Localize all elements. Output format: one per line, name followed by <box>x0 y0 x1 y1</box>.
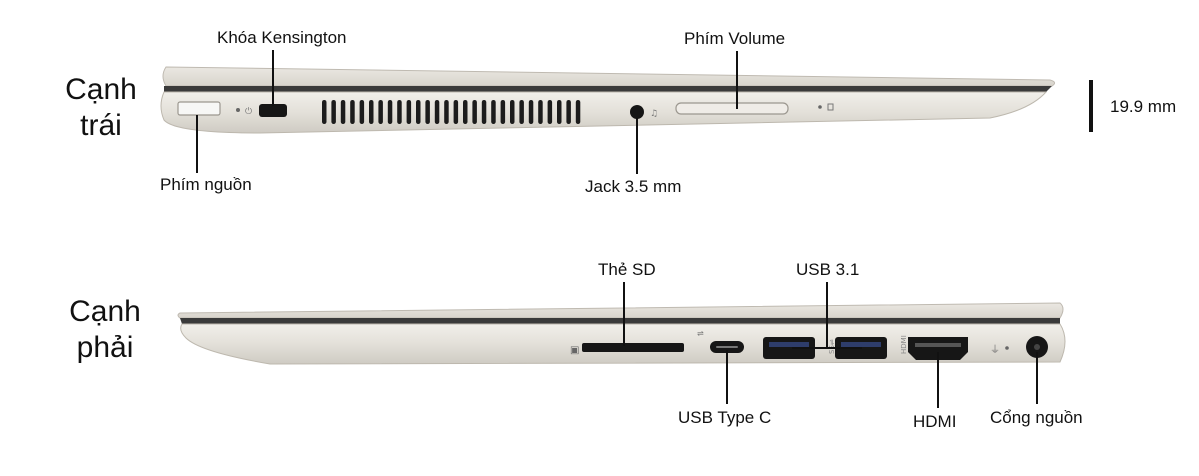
headphone-symbol-icon: ♫ <box>650 109 658 119</box>
left-side-laptop: ⏻ ♫ <box>160 66 1056 134</box>
hdmi-label: HDMI <box>913 412 957 431</box>
vent-slot <box>416 100 421 124</box>
power-port-label: Cổng nguồn <box>990 408 1083 427</box>
vent-slot <box>350 100 355 124</box>
sd-card-slot-icon <box>582 343 684 352</box>
audio-jack-icon <box>630 105 644 119</box>
dc-in-symbol-icon: ⏚ <box>990 344 1000 356</box>
power-symbol-icon: ⏻ <box>245 106 252 117</box>
right-hinge-line <box>180 318 1060 324</box>
battery-indicator-icon <box>827 103 834 111</box>
vent-slot <box>425 100 430 124</box>
vent-slot <box>340 100 346 124</box>
power-button-icon <box>177 101 221 116</box>
power-port-leader <box>1036 352 1038 404</box>
ss-symbol-icon: SS⇌ <box>828 339 836 354</box>
right-lid <box>177 302 1064 319</box>
vent-slot <box>538 100 543 124</box>
right-side-laptop: ▣ ⇌ SS⇌ HDMI ⏚ <box>177 302 1066 365</box>
usb-symbol-icon: ⇌ <box>697 329 704 338</box>
power-port-pin <box>1034 344 1040 350</box>
vent-slot <box>557 100 562 124</box>
sd-card-label: Thẻ SD <box>598 260 656 279</box>
vent-slot <box>453 100 459 124</box>
vent-slot <box>575 100 581 124</box>
volume-leader <box>736 51 738 109</box>
vent-slot <box>500 100 506 124</box>
left-side-title-line1: Cạnh <box>65 73 137 106</box>
vent-slot <box>322 100 327 124</box>
vent-slot <box>359 100 365 124</box>
power-button-label: Phím nguồn <box>160 175 252 194</box>
vent-slot <box>406 100 412 124</box>
usb31-port-2-tongue <box>841 342 881 347</box>
power-button-leader <box>196 115 198 173</box>
left-base <box>160 91 1048 134</box>
hdmi-leader <box>937 352 939 408</box>
left-hinge-line <box>164 86 1052 92</box>
power-led-icon <box>236 108 240 112</box>
kensington-label: Khóa Kensington <box>217 28 347 47</box>
vent-slot <box>331 100 336 124</box>
usb31-leader-vertical <box>826 282 828 348</box>
vent-slot <box>369 100 374 124</box>
vent-slot <box>481 100 487 124</box>
hdmi-port-tongue <box>915 343 961 347</box>
hdmi-symbol-icon: HDMI <box>900 335 908 354</box>
left-lid <box>162 66 1056 87</box>
usb31-leader-horizontal <box>792 347 862 349</box>
hdmi-port-icon <box>908 337 968 360</box>
vent-slot <box>491 100 496 124</box>
vent-slot <box>528 100 534 124</box>
kensington-slot-icon <box>259 104 287 117</box>
right-side-title: Cạnh phải <box>62 294 148 366</box>
vent-slot <box>434 100 440 124</box>
right-side-title-line2: phải <box>76 331 134 364</box>
vent-slot <box>444 100 449 124</box>
usb-type-c-tongue <box>716 346 738 348</box>
vent-slot <box>378 100 383 124</box>
kensington-leader <box>272 50 274 106</box>
air-vent-icon <box>322 100 581 124</box>
vent-slot <box>387 100 393 124</box>
vent-slot <box>472 100 477 124</box>
usb-type-c-label: USB Type C <box>678 408 772 427</box>
usb-type-c-leader <box>726 350 728 404</box>
sd-card-leader <box>623 282 625 346</box>
audio-jack-leader <box>636 118 638 174</box>
right-side-title-line1: Cạnh <box>69 295 141 328</box>
usb31-port-1-tongue <box>769 342 809 347</box>
vent-slot <box>519 100 524 124</box>
volume-label: Phím Volume <box>684 29 786 48</box>
thickness-bar <box>1089 80 1093 132</box>
left-side-title: Cạnh trái <box>58 72 144 144</box>
sd-symbol-icon: ▣ <box>570 345 579 356</box>
left-side-title-line2: trái <box>80 109 122 142</box>
vent-slot <box>547 100 553 124</box>
vent-slot <box>463 100 468 124</box>
volume-rocker-icon <box>675 102 789 115</box>
status-led-icon <box>818 105 822 109</box>
thickness-label: 19.9 mm <box>1110 97 1177 116</box>
vent-slot <box>566 100 571 124</box>
vent-slot <box>397 100 402 124</box>
charging-led-icon <box>1005 346 1009 350</box>
audio-jack-label: Jack 3.5 mm <box>585 177 682 196</box>
vent-slot <box>510 100 515 124</box>
usb31-label: USB 3.1 <box>796 260 860 279</box>
